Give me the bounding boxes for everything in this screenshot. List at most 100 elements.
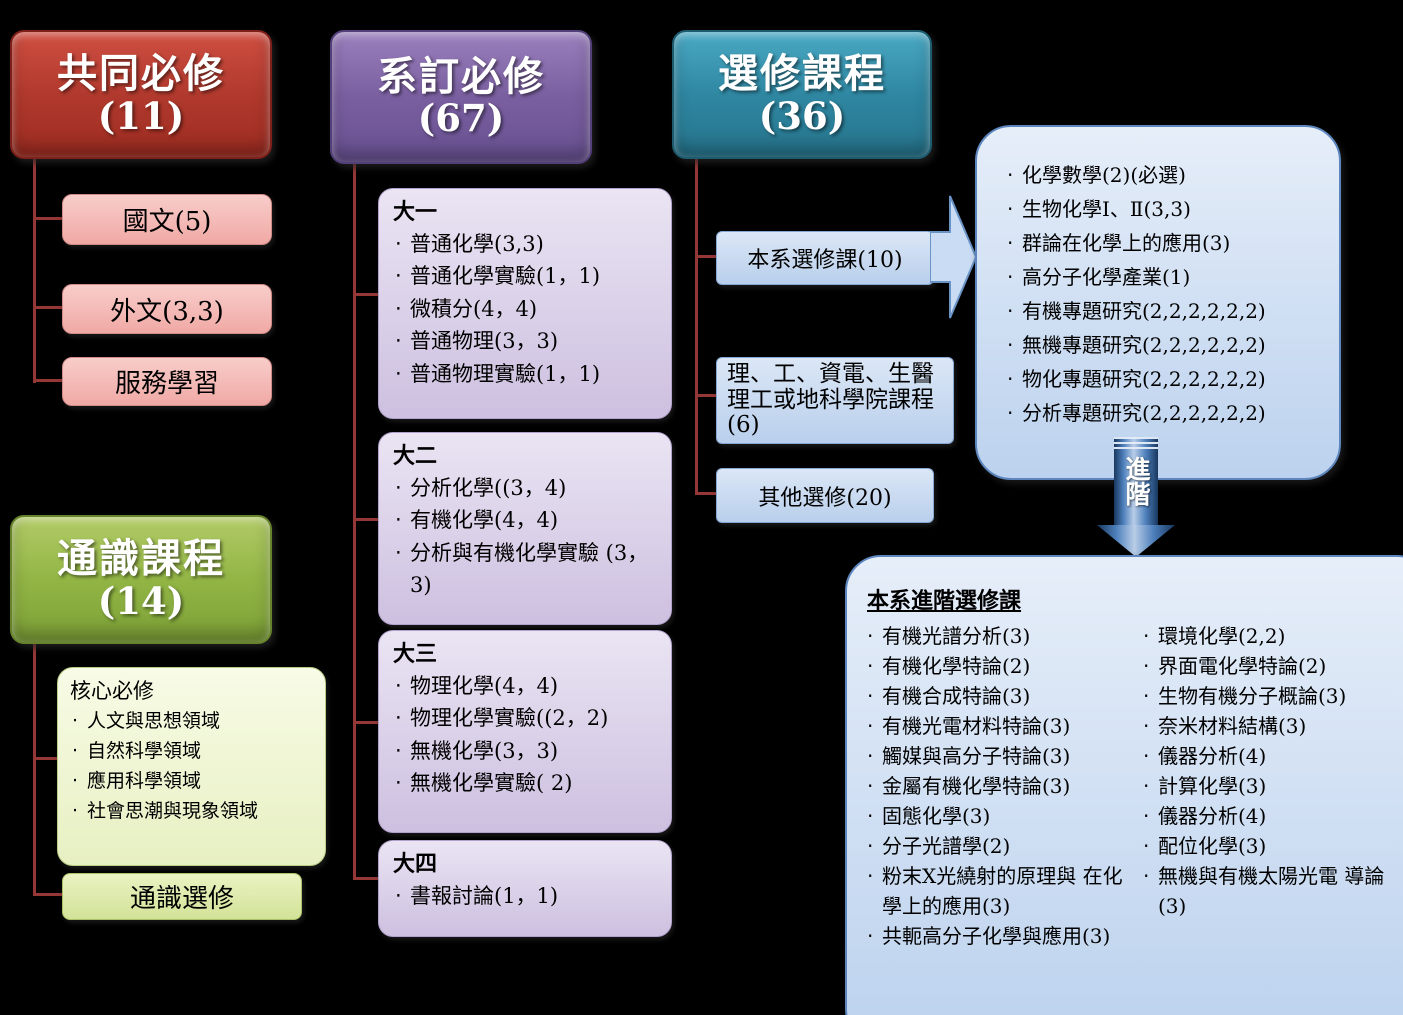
year2-box: 大二 分析化學((3，4) 有機化學(4，4) 分析與有機化學實驗 (3，3) <box>378 432 672 625</box>
general-elective-box: 通識選修 <box>62 873 302 920</box>
course-label: 服務學習 <box>114 369 219 399</box>
connector-line <box>33 757 59 760</box>
advanced-electives-left-list: 有機光譜分析(3) 有機化學特論(2) 有機合成特論(3) 有機光電材料特論(3… <box>865 621 1133 951</box>
general-education-count: (14) <box>97 578 185 623</box>
course-item: 有機專題研究(2,2,2,2,2,2) <box>1005 294 1325 328</box>
dept-electives-list: 化學數學(2)(必選) 生物化學Ⅰ、Ⅱ(3,3) 群論在化學上的應用(3) 高分… <box>1005 158 1325 430</box>
course-item: 自然科學領域 <box>70 736 313 766</box>
course-item: 普通物理(3，3) <box>393 325 661 358</box>
year1-course-list: 普通化學(3,3) 普通化學實驗(1，1) 微積分(4，4) 普通物理(3，3)… <box>393 228 661 391</box>
course-item: 分子光譜學(2) <box>865 831 1133 861</box>
course-item: 儀器分析(4) <box>1141 741 1391 771</box>
dept-required-count: (67) <box>417 96 505 141</box>
course-box-foreign-language: 外文(3,3) <box>62 284 272 334</box>
advanced-electives-panel: 本系進階選修課 有機光譜分析(3) 有機化學特論(2) 有機合成特論(3) 有機… <box>845 555 1403 1015</box>
core-required-list: 人文與思想領域 自然科學領域 應用科學領域 社會思潮與現象領域 <box>70 706 313 826</box>
year4-box: 大四 書報討論(1，1) <box>378 840 672 937</box>
advanced-electives-columns: 有機光譜分析(3) 有機化學特論(2) 有機合成特論(3) 有機光電材料特論(3… <box>865 621 1403 951</box>
course-item: 生物化學Ⅰ、Ⅱ(3,3) <box>1005 192 1325 226</box>
course-box-service-learning: 服務學習 <box>62 357 272 406</box>
general-education-title: 通識課程 <box>57 535 225 583</box>
connector-line <box>695 492 718 495</box>
course-item: 物理化學(4，4) <box>393 670 661 703</box>
year3-course-list: 物理化學(4，4) 物理化學實驗((2，2) 無機化學(3，3) 無機化學實驗(… <box>393 670 661 800</box>
connector-line <box>33 893 63 896</box>
year4-title: 大四 <box>393 851 438 877</box>
course-item: 無機化學實驗( 2) <box>393 767 661 800</box>
course-item: 群論在化學上的應用(3) <box>1005 226 1325 260</box>
connector-line <box>695 155 698 495</box>
course-item: 粉末X光繞射的原理與 在化學上的應用(3) <box>865 861 1133 921</box>
course-item: 社會思潮與現象領域 <box>70 796 313 826</box>
course-item: 應用科學領域 <box>70 766 313 796</box>
connector-line <box>33 306 63 309</box>
electives-title: 選修課程 <box>718 50 886 98</box>
course-box-chinese: 國文(5) <box>62 194 272 245</box>
connector-line <box>353 293 380 296</box>
course-item: 界面電化學特論(2) <box>1141 651 1391 681</box>
course-label: 其他選修(20) <box>758 485 892 511</box>
common-required-count: (11) <box>97 93 185 138</box>
connector-line <box>353 518 380 521</box>
course-item: 計算化學(3) <box>1141 771 1391 801</box>
course-item: 有機合成特論(3) <box>865 681 1133 711</box>
advanced-arrow: 進階 <box>1097 437 1175 557</box>
course-item: 無機與有機太陽光電 導論(3) <box>1141 861 1391 921</box>
connector-line <box>353 721 380 724</box>
course-item: 有機化學(4，4) <box>393 504 661 537</box>
electives-count: (36) <box>758 93 846 138</box>
course-item: 人文與思想領域 <box>70 706 313 736</box>
course-item: 普通物理實驗(1，1) <box>393 358 661 391</box>
common-required-title: 共同必修 <box>57 50 225 98</box>
other-electives-box: 其他選修(20) <box>716 468 934 523</box>
advanced-arrow-label: 進階 <box>1122 456 1151 506</box>
course-item: 奈米材料結構(3) <box>1141 711 1391 741</box>
course-item: 書報討論(1，1) <box>393 880 661 913</box>
course-item: 分析化學((3，4) <box>393 472 661 505</box>
right-arrow-icon <box>930 195 978 319</box>
year1-title: 大一 <box>393 199 438 225</box>
advanced-electives-title-text: 本系進階選修課 <box>867 588 1022 614</box>
course-label: 通識選修 <box>129 884 234 914</box>
year3-title: 大三 <box>393 641 438 667</box>
course-item: 普通化學實驗(1，1) <box>393 260 661 293</box>
course-item: 化學數學(2)(必選) <box>1005 158 1325 192</box>
year2-course-list: 分析化學((3，4) 有機化學(4，4) 分析與有機化學實驗 (3，3) <box>393 472 661 602</box>
course-item: 物理化學實驗((2，2) <box>393 702 661 735</box>
down-arrowhead-icon <box>1097 525 1175 557</box>
course-item: 無機化學(3，3) <box>393 735 661 768</box>
connector-line <box>33 155 36 383</box>
arrow-ridges <box>1114 437 1158 449</box>
connector-line <box>33 217 63 220</box>
college-courses-box: 理、工、資電、生醫理工或地科學院課程(6) <box>716 357 954 444</box>
year3-box: 大三 物理化學(4，4) 物理化學實驗((2，2) 無機化學(3，3) 無機化學… <box>378 630 672 833</box>
course-item: 有機化學特論(2) <box>865 651 1133 681</box>
course-item: 高分子化學產業(1) <box>1005 260 1325 294</box>
course-item: 金屬有機化學特論(3) <box>865 771 1133 801</box>
course-item: 普通化學(3,3) <box>393 228 661 261</box>
year2-title: 大二 <box>393 443 438 469</box>
course-label: 外文(3,3) <box>110 296 224 327</box>
course-item: 分析專題研究(2,2,2,2,2,2) <box>1005 396 1325 430</box>
dept-electives-panel: 化學數學(2)(必選) 生物化學Ⅰ、Ⅱ(3,3) 群論在化學上的應用(3) 高分… <box>975 125 1341 480</box>
course-item: 有機光譜分析(3) <box>865 621 1133 651</box>
connector-line <box>695 394 718 397</box>
course-item: 分析與有機化學實驗 (3，3) <box>393 537 661 602</box>
course-item: 共軛高分子化學與應用(3) <box>865 921 1133 951</box>
electives-header: 選修課程 (36) <box>672 30 932 159</box>
course-item: 固態化學(3) <box>865 801 1133 831</box>
core-required-title: 核心必修 <box>70 679 154 703</box>
course-label: 理、工、資電、生醫理工或地科學院課程(6) <box>727 360 934 439</box>
connector-line <box>695 255 718 258</box>
course-label: 本系選修課(10) <box>747 248 903 273</box>
dept-electives-link-box: 本系選修課(10) <box>716 231 934 285</box>
course-item: 儀器分析(4) <box>1141 801 1391 831</box>
connector-line <box>353 877 380 880</box>
dept-required-header: 系訂必修 (67) <box>330 30 592 164</box>
advanced-arrow-shaft: 進階 <box>1114 437 1158 525</box>
advanced-electives-title: 本系進階選修課 <box>867 583 1403 615</box>
course-item: 生物有機分子概論(3) <box>1141 681 1391 711</box>
core-required-box: 核心必修 人文與思想領域 自然科學領域 應用科學領域 社會思潮與現象領域 <box>57 667 326 866</box>
year4-course-list: 書報討論(1，1) <box>393 880 661 913</box>
